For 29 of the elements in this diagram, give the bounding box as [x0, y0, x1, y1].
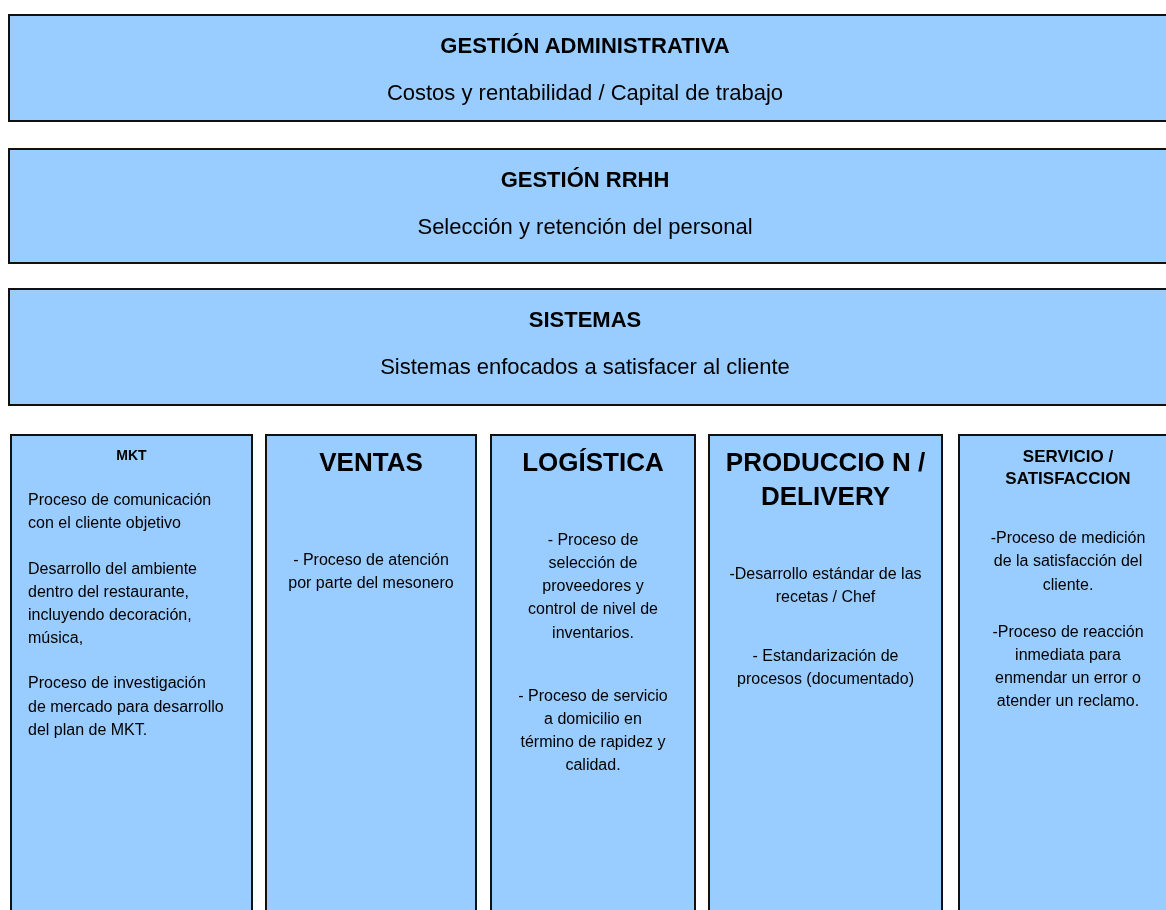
box-heading: GESTIÓN ADMINISTRATIVA — [440, 32, 730, 60]
box-heading: VENTAS — [318, 446, 424, 479]
box-heading: LOGÍSTICA — [521, 446, 665, 479]
box-heading: MKT — [115, 446, 148, 465]
box-text: Sistemas enfocados a satisfacer al cliente — [380, 352, 790, 381]
box-text: Desarrollo del ambiente dentro del restaurante, incluyendo decoración, música, — [28, 558, 198, 649]
box-text: -Proceso de reacción inmediata para enmendar un error o atender un reclamo. — [991, 621, 1145, 712]
box-text: - Proceso de servicio a domicilio en término de rapidez y calidad. — [518, 685, 668, 776]
process-column — [958, 434, 1166, 910]
box-text: Proceso de comunicación con el cliente objetivo — [28, 490, 213, 534]
process-column — [708, 434, 943, 910]
box-text: -Proceso de medición de la satisfacción del cliente. — [989, 528, 1147, 595]
box-heading: PRODUCCIO N / DELIVERY — [724, 446, 927, 513]
box-text: -Desarrollo estándar de las recetas / Chef — [728, 563, 923, 607]
area-band — [8, 14, 1166, 122]
box-text: - Proceso de selección de proveedores y control de nivel de inventarios. — [527, 529, 659, 643]
process-column — [265, 434, 477, 910]
box-text: Costos y rentabilidad / Capital de trabajo — [386, 78, 784, 107]
process-column — [10, 434, 253, 910]
box-text: - Estandarización de procesos (documentado) — [736, 645, 915, 690]
box-heading: GESTIÓN RRHH — [500, 166, 670, 194]
box-text: Proceso de investigación de mercado para desarrollo del plan de MKT. — [28, 673, 225, 740]
box-heading: SERVICIO / SATISFACCION — [1004, 446, 1132, 491]
process-column — [490, 434, 696, 910]
area-band — [8, 148, 1166, 264]
box-text: - Proceso de atención por parte del mesonero — [287, 549, 455, 593]
box-text: Selección y retención del personal — [417, 212, 753, 241]
area-band — [8, 288, 1166, 406]
box-heading: SISTEMAS — [528, 306, 642, 334]
